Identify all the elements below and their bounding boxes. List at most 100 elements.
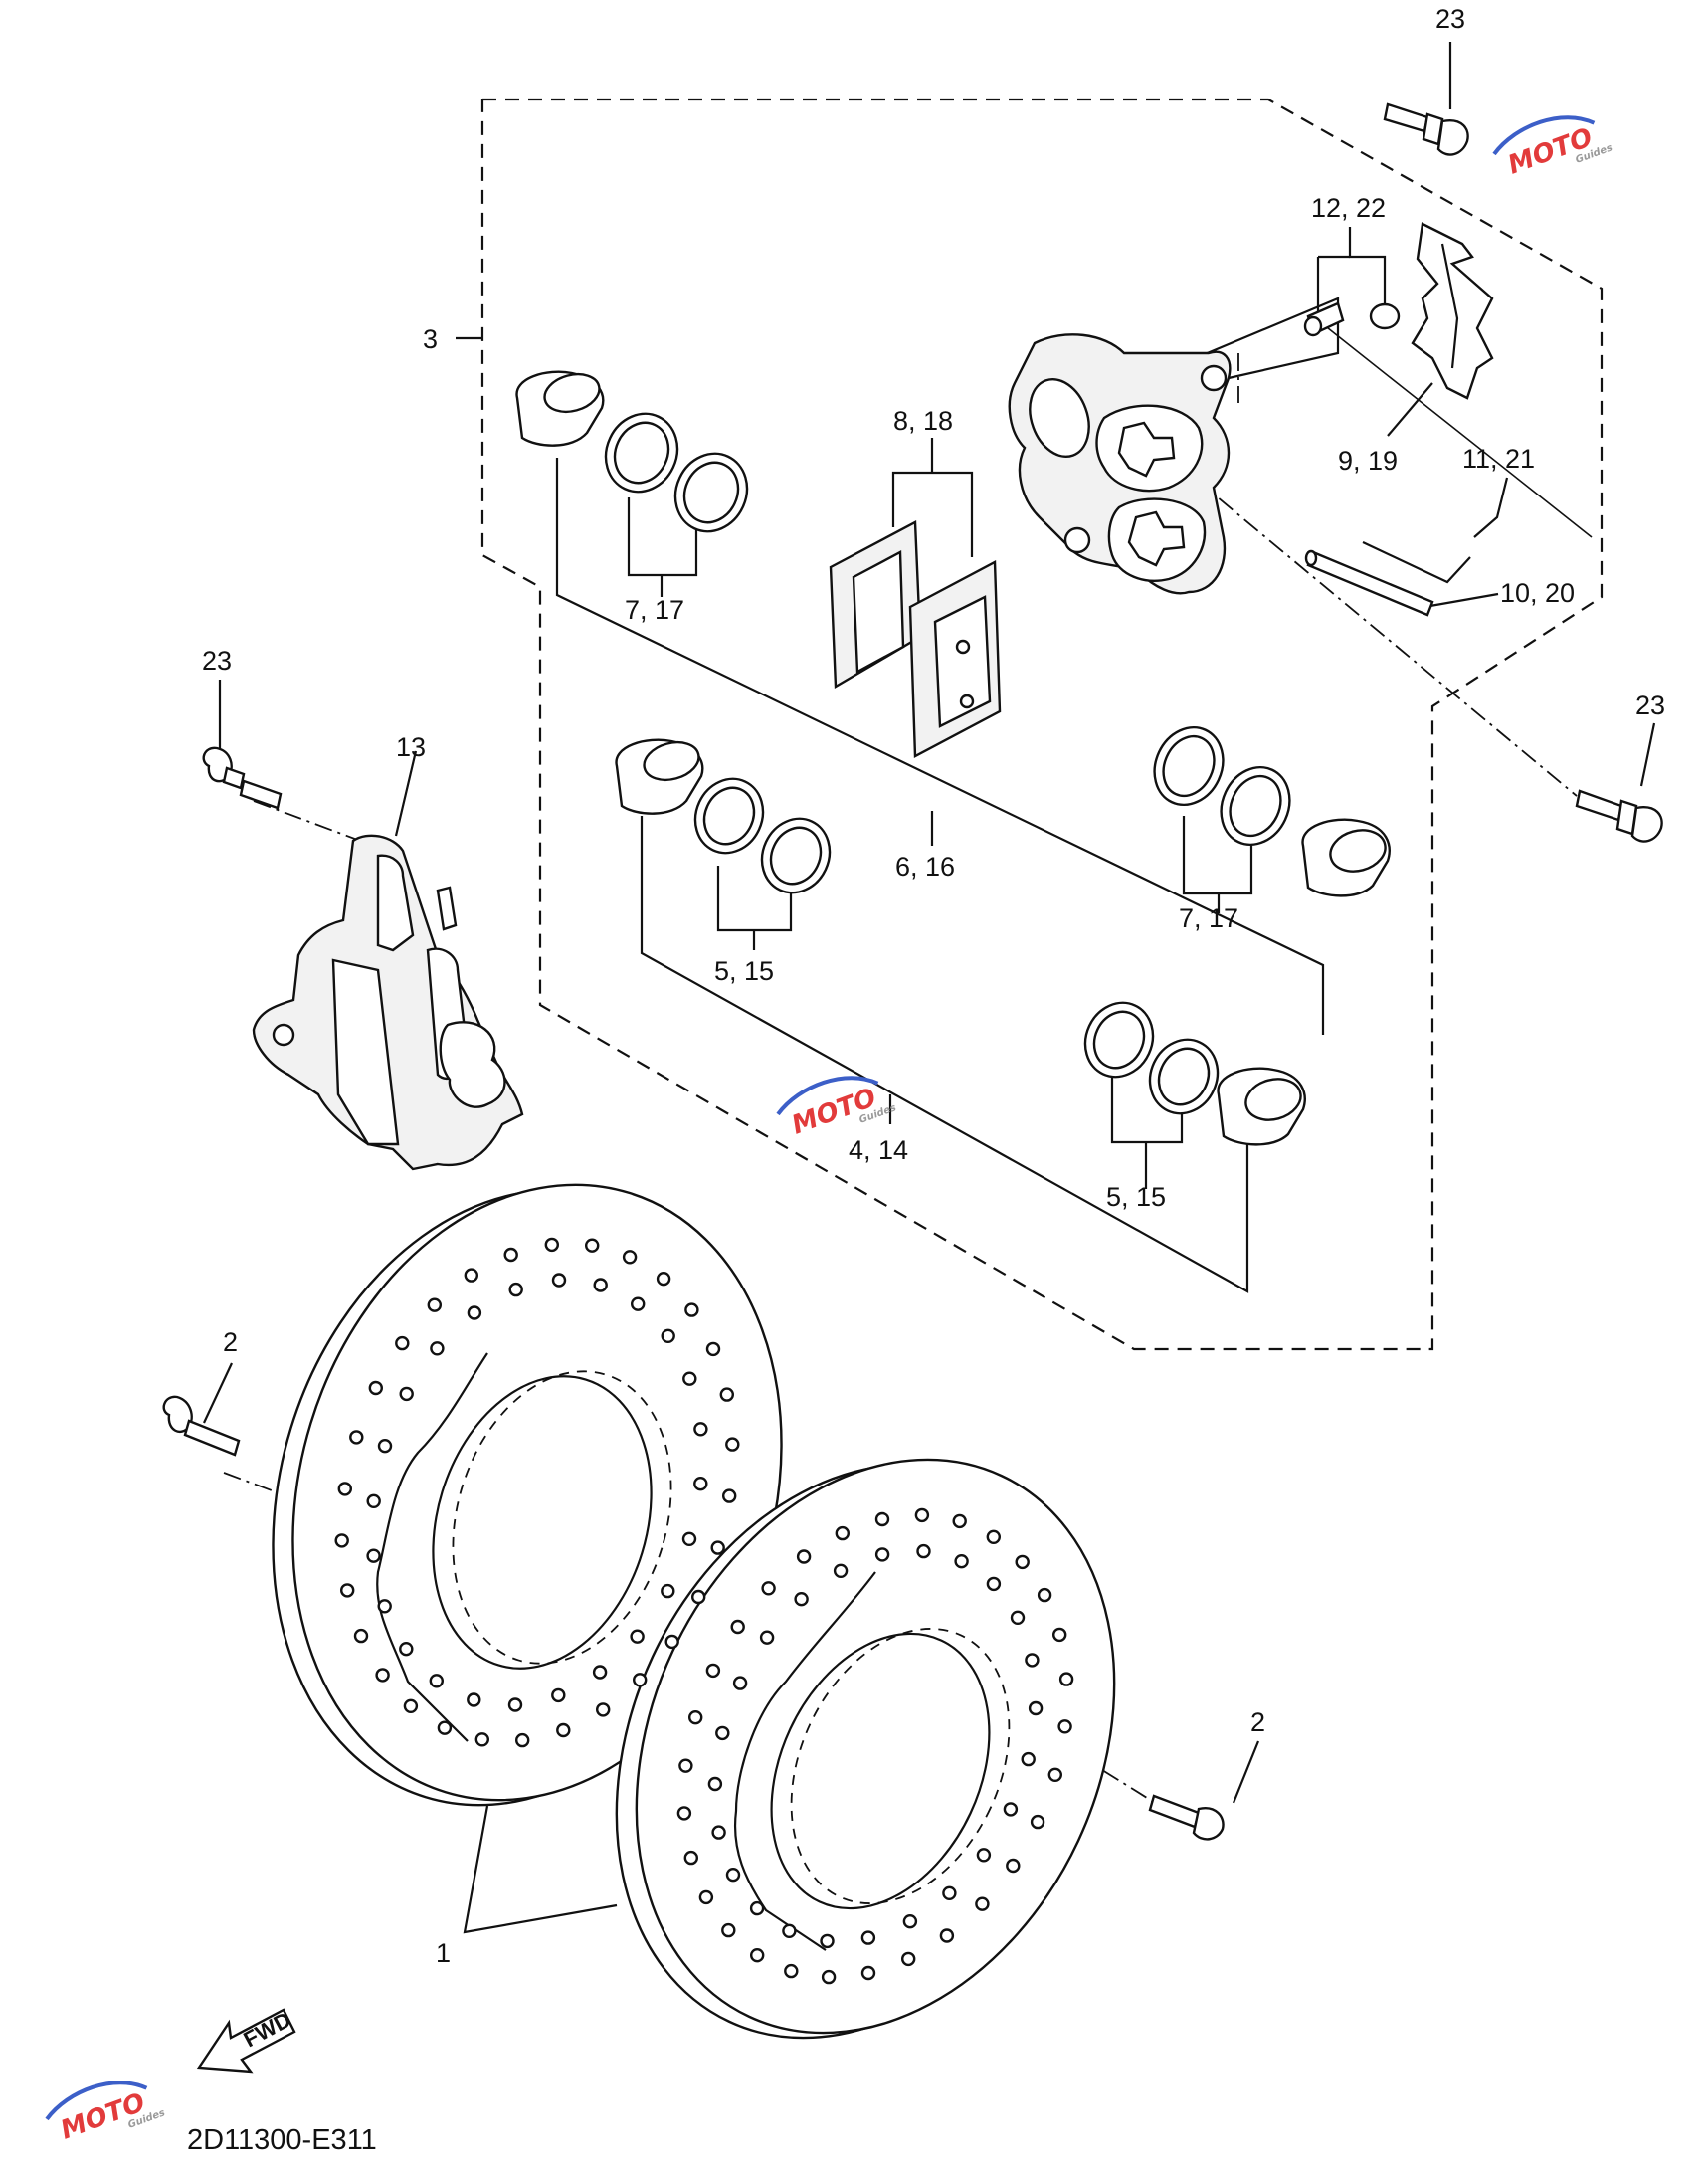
callout-23-top: 23 [1435,4,1465,34]
disc-hole [942,1885,957,1901]
disc-hole [693,1476,708,1491]
disc-hole [914,1507,930,1523]
disc-holes [334,1237,1074,1985]
disc-bolt-2-right [1148,1794,1225,1841]
disc-hole [794,1591,809,1607]
disc-hole [784,1963,799,1979]
disc-hole [403,1698,419,1714]
disc-hole [631,1296,646,1311]
bolt-23-top [1383,102,1469,156]
disc-hole [681,1531,697,1547]
disc-hole [368,1380,383,1396]
disc-hole [366,1493,381,1509]
front-caliper-right [1008,333,1232,595]
disc-hole [759,1630,775,1645]
disc-hole [474,1732,489,1747]
disc-hole [796,1549,812,1564]
callout-5-15-upper: 5, 15 [714,956,774,986]
disc-hole [761,1581,776,1596]
disc-hole [366,1548,381,1563]
callout-3: 3 [423,324,438,354]
disc-hole [1047,1767,1063,1783]
disc-hole [592,1665,608,1680]
disc-hole [1021,1751,1036,1767]
callout-12-22: 12, 22 [1311,193,1386,223]
disc-hole [725,1867,741,1883]
disc-hole [515,1732,530,1748]
disc-hole [1057,1719,1072,1734]
disc-hole [467,1305,482,1320]
disc-hole [939,1928,955,1943]
disc-hole [954,1553,969,1569]
disc-hole [1003,1802,1019,1817]
brake-pads [829,520,1002,758]
disc-hole [986,1529,1001,1545]
disc-hole [596,1702,611,1717]
bolt-23-left [202,746,283,810]
disc-hole [585,1238,600,1253]
disc-hole [622,1250,638,1265]
brake-disc-right [615,1458,1116,2040]
disc-hole [556,1722,571,1738]
disc-hole [1015,1554,1030,1570]
disc-hole [693,1422,708,1437]
disc-hole [664,1634,679,1650]
disc-hole [705,1341,721,1357]
disc-hole [1037,1587,1052,1603]
disc-hole [678,1758,693,1773]
piston-4-14-mid [615,738,704,815]
disc-hole [698,1889,714,1905]
disc-hole [719,1387,734,1402]
disc-hole [874,1511,890,1527]
disc-hole [682,1371,697,1386]
seals [604,412,1291,1115]
front-caliper-left [252,834,524,1171]
disc-hole [377,1599,392,1614]
disc-hole [749,1900,765,1916]
disc-hole [683,1850,698,1866]
disc-hole [340,1583,355,1598]
disc-hole [684,1302,699,1317]
disc-hole [715,1725,730,1741]
callout-1: 1 [436,1938,451,1968]
disc-hole [976,1848,992,1863]
disc-hole [1051,1627,1067,1643]
bleeder-screw [1303,301,1401,337]
callout-23-left: 23 [202,646,232,676]
disc-hole [901,1951,916,1967]
caliper-assembly-boundary [480,98,1604,1351]
disc-hole [661,1583,675,1599]
callout-2-right: 2 [1250,1707,1265,1737]
disc-hole [782,1923,797,1939]
disc-hole [975,1896,990,1911]
disc-hole [916,1543,931,1559]
disc-hole [349,1430,364,1445]
piston-6-16-top [515,370,605,447]
disc-hole [656,1271,671,1287]
disc-hole [821,1969,837,1985]
disc-hole [1028,1700,1044,1716]
callout-13: 13 [396,732,426,762]
callout-5-15-lower: 5, 15 [1106,1182,1166,1212]
disc-hole [707,1776,723,1792]
disc-hole [399,1386,414,1402]
disc-hole [710,1540,725,1555]
disc-hole [399,1641,414,1657]
bolt-23-right [1575,789,1663,843]
disc-hole [676,1806,692,1821]
piston-4-14-low [1217,1067,1306,1146]
disc-hole [750,1947,765,1963]
disc-hole [437,1720,453,1735]
disc-hole [688,1709,703,1725]
watermark-bottom-left: MOTO Guides [45,2081,167,2146]
disc-hole [833,1563,849,1579]
callout-9-19: 9, 19 [1338,446,1398,476]
watermark-top-right: MOTO Guides [1492,115,1614,181]
disc-hole [334,1533,349,1548]
disc-hole [551,1273,567,1288]
disc-hole [1030,1814,1045,1830]
callout-11-21: 11, 21 [1462,444,1535,474]
callout-6-16: 6, 16 [895,852,955,882]
